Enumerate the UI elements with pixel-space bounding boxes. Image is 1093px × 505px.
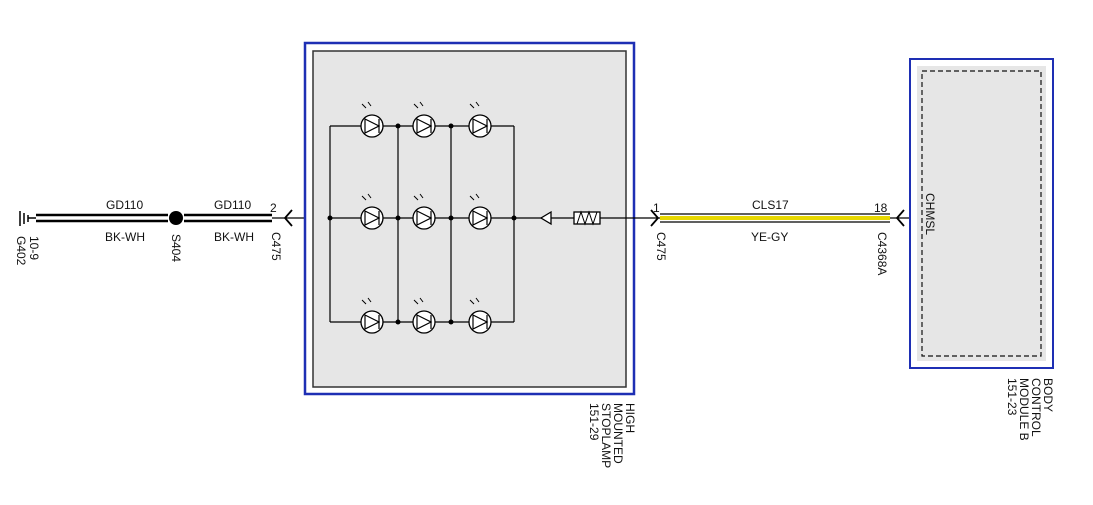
wire-second-circuit-label: GD110	[214, 198, 251, 212]
connector-left-pin: 2	[270, 201, 277, 215]
connector-right-chevron	[650, 209, 660, 227]
led-row-top	[360, 101, 492, 138]
resistor-zigzag	[576, 210, 598, 226]
bcm-connector-chevron	[895, 209, 905, 227]
led-icon	[468, 297, 492, 334]
diode-icon	[539, 210, 552, 226]
bcm-page-ref: 151-23	[1005, 378, 1019, 416]
led-row-middle	[360, 193, 492, 230]
bcm-dashed-outline	[921, 70, 1042, 357]
led-icon	[360, 193, 384, 230]
ground-ref-label: G402	[14, 236, 28, 266]
ground-page-label: 10-9	[27, 236, 41, 260]
led-icon	[412, 193, 436, 230]
led-row-bottom	[360, 297, 492, 334]
led-icon	[468, 193, 492, 230]
ground-symbol	[19, 211, 36, 226]
bcm-name-line2: CONTROL	[1029, 378, 1043, 437]
bcm-signal-label: CHMSL	[923, 193, 937, 235]
bcm-connector-pin: 18	[874, 201, 888, 215]
wire-right-circuit-label: CLS17	[752, 198, 789, 212]
wire-left-circuit-label: GD110	[106, 198, 143, 212]
led-icon	[360, 101, 384, 138]
bcm-body	[917, 66, 1046, 361]
stoplamp-name-line2: MOUNTED	[611, 403, 625, 464]
stoplamp-name-line3: STOPLAMP	[599, 403, 613, 468]
wire-right-color-label: YE-GY	[751, 230, 788, 244]
wire-gd110-left	[36, 213, 168, 223]
bcm-name-line3: MODULE B	[1017, 378, 1031, 441]
wire-left-color-label: BK-WH	[105, 230, 145, 244]
wire-gd110-right	[184, 213, 272, 223]
wire-second-color-label: BK-WH	[214, 230, 254, 244]
stoplamp-name-line1: HIGH	[623, 403, 637, 433]
led-icon	[412, 297, 436, 334]
led-icon	[412, 101, 436, 138]
connector-right-ref: C475	[654, 232, 668, 261]
splice-ref-label: S404	[169, 234, 183, 262]
connector-right-pin: 1	[653, 201, 660, 215]
bcm-connector-ref: C4368A	[875, 232, 889, 275]
wire-cls17	[660, 213, 890, 223]
bcm-name-line1: BODY	[1041, 378, 1055, 412]
connector-left-chevron	[283, 209, 293, 227]
splice-dot	[169, 211, 183, 225]
connector-left-ref: C475	[269, 232, 283, 261]
led-icon	[360, 297, 384, 334]
stoplamp-page-ref: 151-29	[587, 403, 601, 441]
led-icon	[468, 101, 492, 138]
